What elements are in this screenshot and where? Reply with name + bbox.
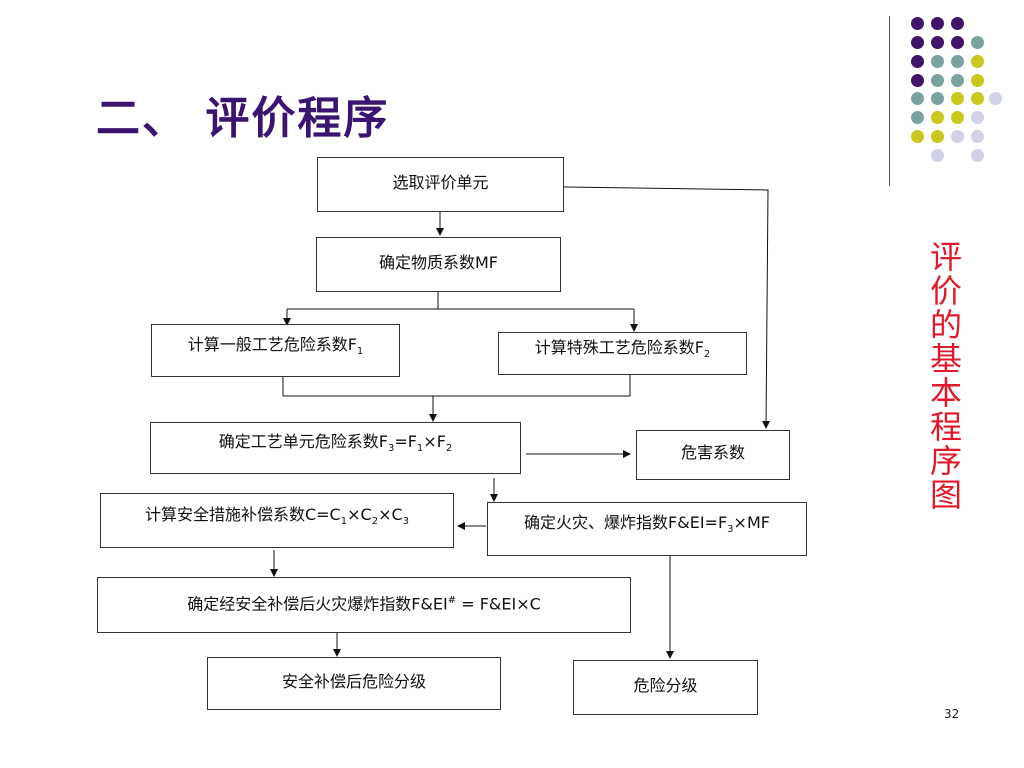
decorative-dot [931, 55, 944, 68]
arrow-select-to-hazard [563, 186, 771, 429]
box-fire-explosion-index: 确定火灾、爆炸指数F&EI=F3×MF [487, 502, 807, 556]
box-loss-control-credit: 计算安全措施补偿系数C=C1×C2×C3 [100, 493, 454, 548]
box-label: 危害系数 [680, 443, 745, 462]
decorative-dot [971, 36, 984, 49]
box-label: 计算特殊工艺危险系数F2 [534, 337, 711, 361]
box-label: 选取评价单元 [392, 172, 489, 192]
decorative-dot [931, 149, 944, 162]
box-label: 确定工艺单元危险系数F3=F1×F2 [218, 432, 453, 455]
decorative-dot [971, 149, 984, 162]
box-label: 计算安全措施补偿系数C=C1×C2×C3 [144, 504, 410, 528]
decorative-dot [931, 130, 944, 143]
decorative-dot [951, 111, 964, 124]
decorative-dot [951, 55, 964, 68]
decorative-dot [911, 17, 924, 30]
box-unit-hazard-factor: 确定工艺单元危险系数F3=F1×F2 [150, 422, 521, 474]
box-label: 危险分级 [633, 675, 698, 695]
decorative-dot [911, 92, 924, 105]
decorative-dot [971, 130, 984, 143]
decorative-dot [931, 74, 944, 87]
box-label: 安全补偿后危险分级 [281, 671, 426, 691]
decorative-dot [951, 130, 964, 143]
box-hazard-grade: 危险分级 [573, 660, 758, 715]
decorative-dot [931, 36, 944, 49]
decorative-dot [911, 130, 924, 143]
decorative-dot [971, 74, 984, 87]
decorative-dot [951, 92, 964, 105]
slide-title: 二、 评价程序 [96, 93, 390, 144]
box-general-process-hazard: 计算一般工艺危险系数F1 [151, 324, 400, 377]
box-material-factor: 确定物质系数MF [316, 237, 561, 292]
box-grade-after-credit: 安全补偿后危险分级 [207, 657, 501, 710]
box-hazard-factor: 危害系数 [636, 430, 790, 480]
decorative-dot [911, 36, 924, 49]
box-select-unit: 选取评价单元 [317, 157, 564, 212]
box-label: 确定经安全补偿后火灾爆炸指数F&EI# = F&EI×C [187, 594, 541, 614]
box-label: 确定火灾、爆炸指数F&EI=F3×MF [524, 513, 770, 536]
decorative-dot [951, 36, 964, 49]
box-special-process-hazard: 计算特殊工艺危险系数F2 [498, 332, 747, 375]
decorative-dot [989, 92, 1002, 105]
box-label: 计算一般工艺危险系数F1 [187, 334, 364, 358]
decorative-dot [971, 111, 984, 124]
decorative-dot [931, 92, 944, 105]
side-title: 评价的基本程序图 [929, 238, 962, 514]
box-label: 确定物质系数MF [378, 252, 498, 272]
page-number: 32 [944, 707, 960, 721]
decorative-dot [931, 111, 944, 124]
decorative-dot [971, 92, 984, 105]
box-fei-after-credit: 确定经安全补偿后火灾爆炸指数F&EI# = F&EI×C [97, 577, 631, 633]
decorative-dot [911, 111, 924, 124]
decorative-dot [911, 55, 924, 68]
decorative-dot [931, 17, 944, 30]
decorative-dot [951, 74, 964, 87]
header-divider [889, 16, 890, 186]
decorative-dot [911, 74, 924, 87]
decorative-dot [951, 17, 964, 30]
decorative-dot [971, 55, 984, 68]
